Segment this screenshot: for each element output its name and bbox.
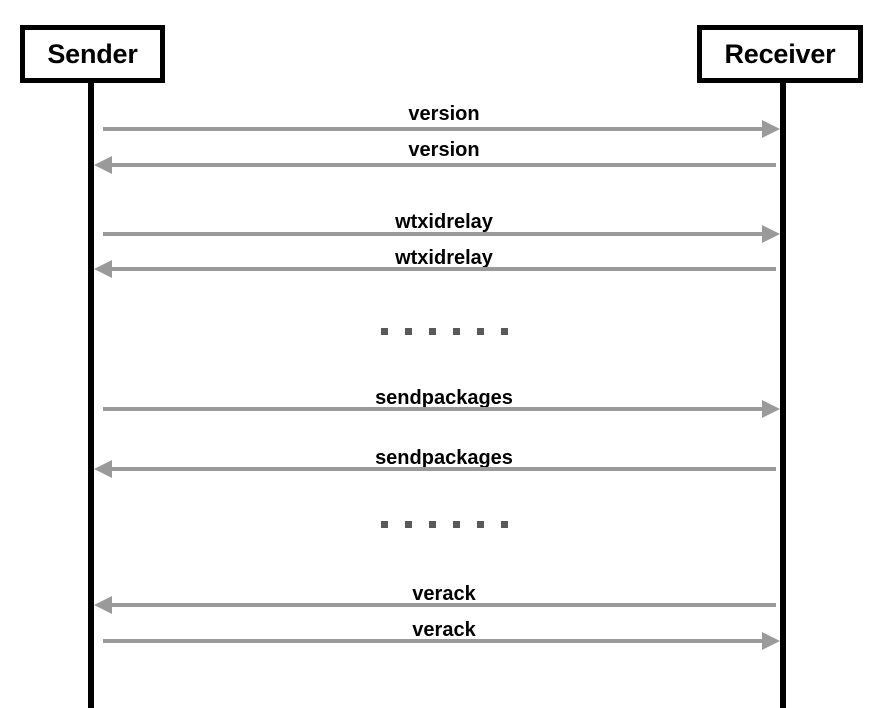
message-label-version-out: version: [408, 103, 480, 125]
participant-box-sender[interactable]: Sender: [20, 25, 165, 83]
message-label-version-in: version: [408, 139, 480, 161]
participant-box-receiver[interactable]: Receiver: [697, 25, 863, 83]
ellipsis-dot: [476, 521, 484, 528]
arrow-head-left-icon: [94, 460, 112, 478]
arrow-line: [103, 639, 768, 643]
arrow-line: [103, 127, 768, 131]
ellipsis-dot: [452, 521, 460, 528]
arrow-head-left-icon: [94, 156, 112, 174]
message-label-sendpackages-out: sendpackages: [375, 387, 513, 409]
arrow-line: [103, 232, 768, 236]
ellipsis-dot: [404, 328, 412, 335]
arrow-head-right-icon: [762, 120, 780, 138]
ellipsis-dot: [380, 521, 388, 528]
arrow-line: [112, 467, 776, 471]
ellipsis-dot: [476, 328, 484, 335]
arrow-line: [112, 267, 776, 271]
arrow-head-right-icon: [762, 225, 780, 243]
message-label-sendpackages-in: sendpackages: [375, 447, 513, 469]
ellipsis-dot: [428, 521, 436, 528]
message-label-verack-out: verack: [412, 619, 476, 641]
arrow-head-left-icon: [94, 260, 112, 278]
ellipsis-dot: [500, 521, 508, 528]
ellipsis-dot: [500, 328, 508, 335]
ellipsis-dot: [452, 328, 460, 335]
ellipsis-dot: [428, 328, 436, 335]
participant-label-sender: Sender: [47, 38, 138, 69]
message-label-verack-in: verack: [412, 583, 476, 605]
lifeline-receiver: [780, 83, 786, 708]
arrow-head-left-icon: [94, 596, 112, 614]
arrow-line: [112, 603, 776, 607]
lifeline-sender: [88, 83, 94, 708]
separator-ellipsis-1: [0, 328, 888, 335]
arrow-head-right-icon: [762, 400, 780, 418]
separator-ellipsis-2: [0, 521, 888, 528]
ellipsis-dot: [380, 328, 388, 335]
arrow-line: [103, 407, 768, 411]
message-label-wtxidrelay-out: wtxidrelay: [395, 211, 493, 233]
arrow-head-right-icon: [762, 632, 780, 650]
arrow-line: [112, 163, 776, 167]
ellipsis-dot: [404, 521, 412, 528]
message-label-wtxidrelay-in: wtxidrelay: [395, 247, 493, 269]
participant-label-receiver: Receiver: [724, 38, 836, 69]
